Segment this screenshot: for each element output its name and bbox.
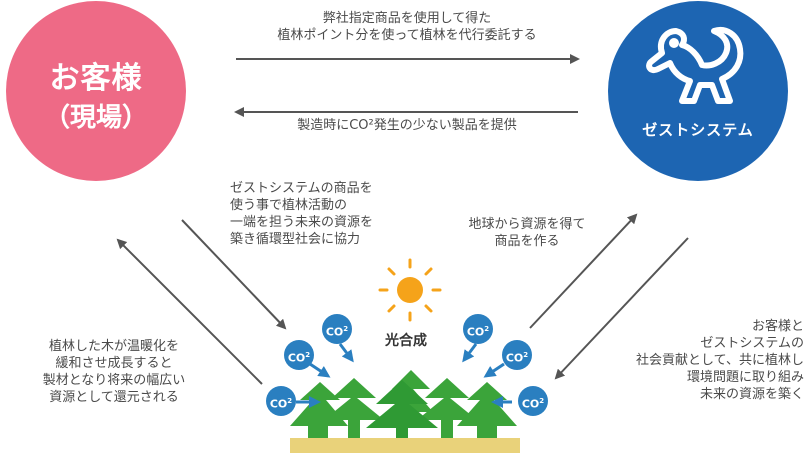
customer-title: お客様 xyxy=(49,61,143,96)
arrow-forest-to-customer xyxy=(116,238,263,385)
photosynthesis-label: 光合成 xyxy=(385,333,427,349)
customer-subtitle: （現場） xyxy=(43,103,148,133)
partnership-text: お客様と ゼストシステムの 社会貢献として、共に植林し 環境問題に取り組み 未来… xyxy=(574,318,804,403)
co2-arrow xyxy=(483,362,505,378)
arrow-forest-to-company xyxy=(529,213,638,329)
tree xyxy=(457,382,517,438)
co2-badge: CO2 xyxy=(518,386,548,416)
sun-icon xyxy=(378,258,442,322)
ground xyxy=(290,438,520,453)
company-activity-text: 地球から資源を得て 商品を作る xyxy=(452,216,602,250)
customer-activity-text: ゼストシステムの商品を 使う事で植林活動の 一端を担う未来の資源を 築き循環型社… xyxy=(230,180,373,248)
customer-activity-line: 使う事で植林活動の xyxy=(230,198,348,213)
co2-badge: CO2 xyxy=(284,340,314,370)
bottom-flow-line-1: 製造時にCO²発生の少ない製品を提供 xyxy=(297,118,517,133)
tree xyxy=(366,380,438,438)
customer-activity-line: 築き循環型社会に協力 xyxy=(230,232,361,247)
tree-return-line: 製材となり将来の幅広い xyxy=(42,373,186,388)
squirrel-logo-icon xyxy=(646,27,744,104)
co2-badge: CO2 xyxy=(266,386,296,416)
co2-arrow xyxy=(338,343,354,363)
top-flow-text: 弊社指定商品を使用して得た 植林ポイント分を使って植林を代行委託する xyxy=(242,10,572,44)
arrow-company-to-forest xyxy=(554,237,689,380)
customer-node: お客様 （現場） xyxy=(6,1,186,181)
co2-arrow xyxy=(309,362,331,378)
company-activity-line: 地球から資源を得て xyxy=(468,217,586,232)
top-flow-line-2: 植林ポイント分を使って植林を代行委託する xyxy=(277,28,537,43)
tree xyxy=(290,382,348,438)
customer-activity-line: ゼストシステムの商品を xyxy=(230,181,373,196)
arrow-customer-to-forest xyxy=(181,219,287,330)
tree-return-line: 植林した木が温暖化を xyxy=(48,339,179,354)
top-flow-line-1: 弊社指定商品を使用して得た xyxy=(322,11,492,26)
company-node: ゼストシステム xyxy=(608,1,788,181)
tree-return-line: 資源として還元される xyxy=(49,390,179,405)
company-name: ゼストシステム xyxy=(642,121,754,139)
co2-badge: CO2 xyxy=(502,340,532,370)
partnership-line: 未来の資源を築く xyxy=(699,387,804,402)
tree xyxy=(417,378,477,438)
tree-return-text: 植林した木が温暖化を 緩和させ成長すると 製材となり将来の幅広い 資源として還元… xyxy=(4,338,224,406)
partnership-line: お客様と xyxy=(751,319,804,334)
partnership-line: 環境問題に取り組み xyxy=(686,370,804,385)
forest-trees xyxy=(290,370,517,438)
customer-activity-line: 一端を担う未来の資源を xyxy=(230,215,374,230)
bottom-flow-text: 製造時にCO²発生の少ない製品を提供 xyxy=(242,117,572,134)
co2-badge: CO2 xyxy=(463,314,493,344)
partnership-line: ゼストシステムの xyxy=(700,336,804,351)
co2-arrow xyxy=(462,343,478,363)
tree-return-line: 緩和させ成長すると xyxy=(55,356,173,371)
partnership-line: 社会貢献として、共に植林し xyxy=(636,353,804,368)
co2-badge: CO2 xyxy=(322,314,352,344)
company-activity-line: 商品を作る xyxy=(494,234,560,249)
tree xyxy=(324,378,384,438)
